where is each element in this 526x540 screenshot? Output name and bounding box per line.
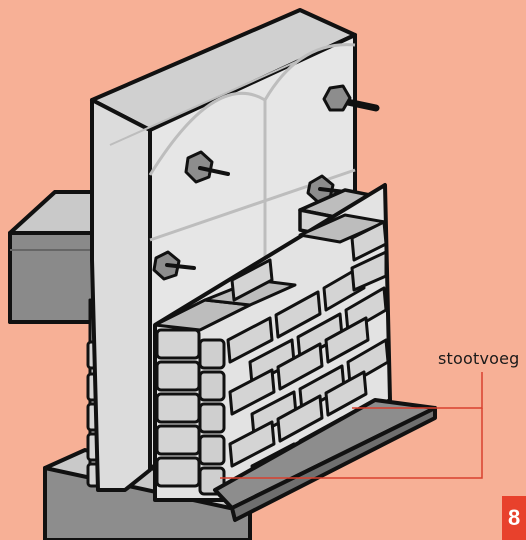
page-number-badge: 8 xyxy=(502,496,526,540)
callout-leader-lines xyxy=(220,372,483,479)
anchor-2 xyxy=(184,150,230,184)
stootvoeg-label: stootvoeg xyxy=(438,349,520,368)
anchor-1 xyxy=(322,84,380,112)
anchor-4 xyxy=(152,250,196,281)
